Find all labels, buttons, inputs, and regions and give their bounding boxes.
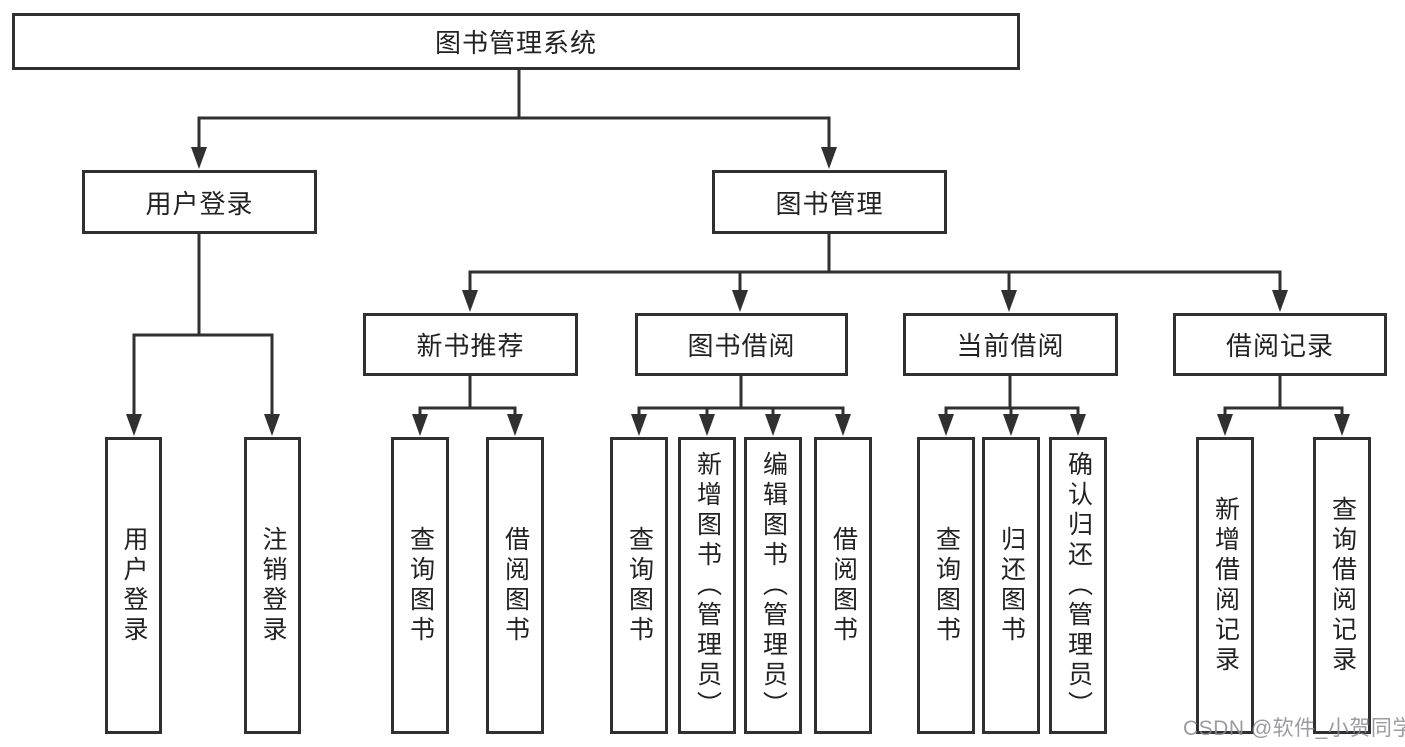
arrowhead-down-icon [765, 414, 781, 436]
node-label: 注销登录 [259, 525, 287, 646]
leaf-user-login: 用户登录 [105, 437, 162, 734]
arrowhead-down-icon [1217, 414, 1233, 436]
node-book-management: 图书管理 [712, 170, 947, 234]
arrowhead-down-icon [1001, 290, 1017, 312]
arrowhead-down-icon [126, 414, 142, 436]
connector-book-management-to-level3 [468, 234, 1282, 293]
connector-user-login-to-leaves [132, 234, 274, 418]
leaf-borrow-edit-books-admin: 编辑图书（管理员） [744, 437, 802, 734]
arrowhead-down-icon [264, 414, 280, 436]
node-current-borrowing: 当前借阅 [903, 313, 1118, 376]
connector-root-to-level2 [197, 70, 831, 150]
node-label: 编辑图书（管理员） [759, 450, 788, 721]
arrowhead-down-icon [1070, 414, 1086, 436]
node-label: 借阅图书 [829, 525, 858, 646]
connector-current-borrowing-to-leaves [944, 376, 1080, 418]
node-label: 查询图书 [932, 525, 961, 646]
node-label: 查询图书 [406, 525, 435, 646]
arrowhead-down-icon [938, 414, 954, 436]
arrowhead-down-icon [835, 414, 851, 436]
node-label: 确认归还（管理员） [1064, 450, 1093, 721]
leaf-current-return-books: 归还图书 [982, 437, 1040, 734]
node-label: 查询借阅记录 [1328, 495, 1357, 676]
node-label: 用户登录 [145, 188, 254, 219]
leaf-borrow-query-books: 查询图书 [610, 437, 668, 734]
connector-book-borrowing-to-leaves [637, 376, 845, 418]
node-borrowing-records: 借阅记录 [1173, 313, 1387, 376]
arrowhead-down-icon [462, 290, 478, 312]
node-label: 图书管理系统 [434, 28, 597, 58]
connector-new-book-recommend-to-leaves [418, 376, 517, 418]
arrowhead-down-icon [732, 290, 748, 312]
arrowhead-down-icon [1272, 290, 1288, 312]
node-label: 归还图书 [997, 525, 1026, 646]
node-user-login: 用户登录 [82, 170, 317, 234]
leaf-recommend-query-books: 查询图书 [391, 437, 449, 734]
node-label: 查询图书 [625, 525, 654, 646]
node-label: 新增借阅记录 [1211, 495, 1240, 676]
leaf-user-logout: 注销登录 [244, 437, 301, 734]
node-label: 当前借阅 [956, 331, 1065, 361]
leaf-current-query-books: 查询图书 [917, 437, 975, 734]
arrowhead-down-icon [507, 414, 523, 436]
connector-borrowing-records-to-leaves [1223, 376, 1344, 418]
node-root-library-system: 图书管理系统 [12, 13, 1020, 70]
arrowhead-down-icon [191, 147, 207, 169]
arrowhead-down-icon [1003, 414, 1019, 436]
leaf-borrow-add-books-admin: 新增图书（管理员） [678, 437, 736, 734]
node-new-book-recommend: 新书推荐 [363, 313, 578, 376]
arrowhead-down-icon [699, 414, 715, 436]
node-label: 新书推荐 [416, 331, 525, 361]
leaf-recommend-borrow-books: 借阅图书 [486, 437, 544, 734]
arrowhead-down-icon [631, 414, 647, 436]
node-label: 借阅图书 [501, 525, 530, 646]
node-label: 用户登录 [120, 525, 148, 646]
leaf-borrow-borrow-books: 借阅图书 [814, 437, 872, 734]
arrowhead-down-icon [821, 147, 837, 169]
arrowhead-down-icon [412, 414, 428, 436]
node-book-borrowing: 图书借阅 [635, 313, 848, 376]
node-label: 图书管理 [775, 188, 884, 219]
node-label: 新增图书（管理员） [693, 450, 722, 721]
leaf-current-confirm-return-admin: 确认归还（管理员） [1049, 437, 1107, 734]
node-label: 图书借阅 [687, 331, 796, 361]
arrowhead-down-icon [1334, 414, 1350, 436]
node-label: 借阅记录 [1225, 331, 1334, 361]
leaf-records-query-record: 查询借阅记录 [1313, 437, 1371, 734]
csdn-watermark: CSDN @软件_小贺同学 [1183, 717, 1405, 740]
leaf-records-add-record: 新增借阅记录 [1196, 437, 1254, 734]
